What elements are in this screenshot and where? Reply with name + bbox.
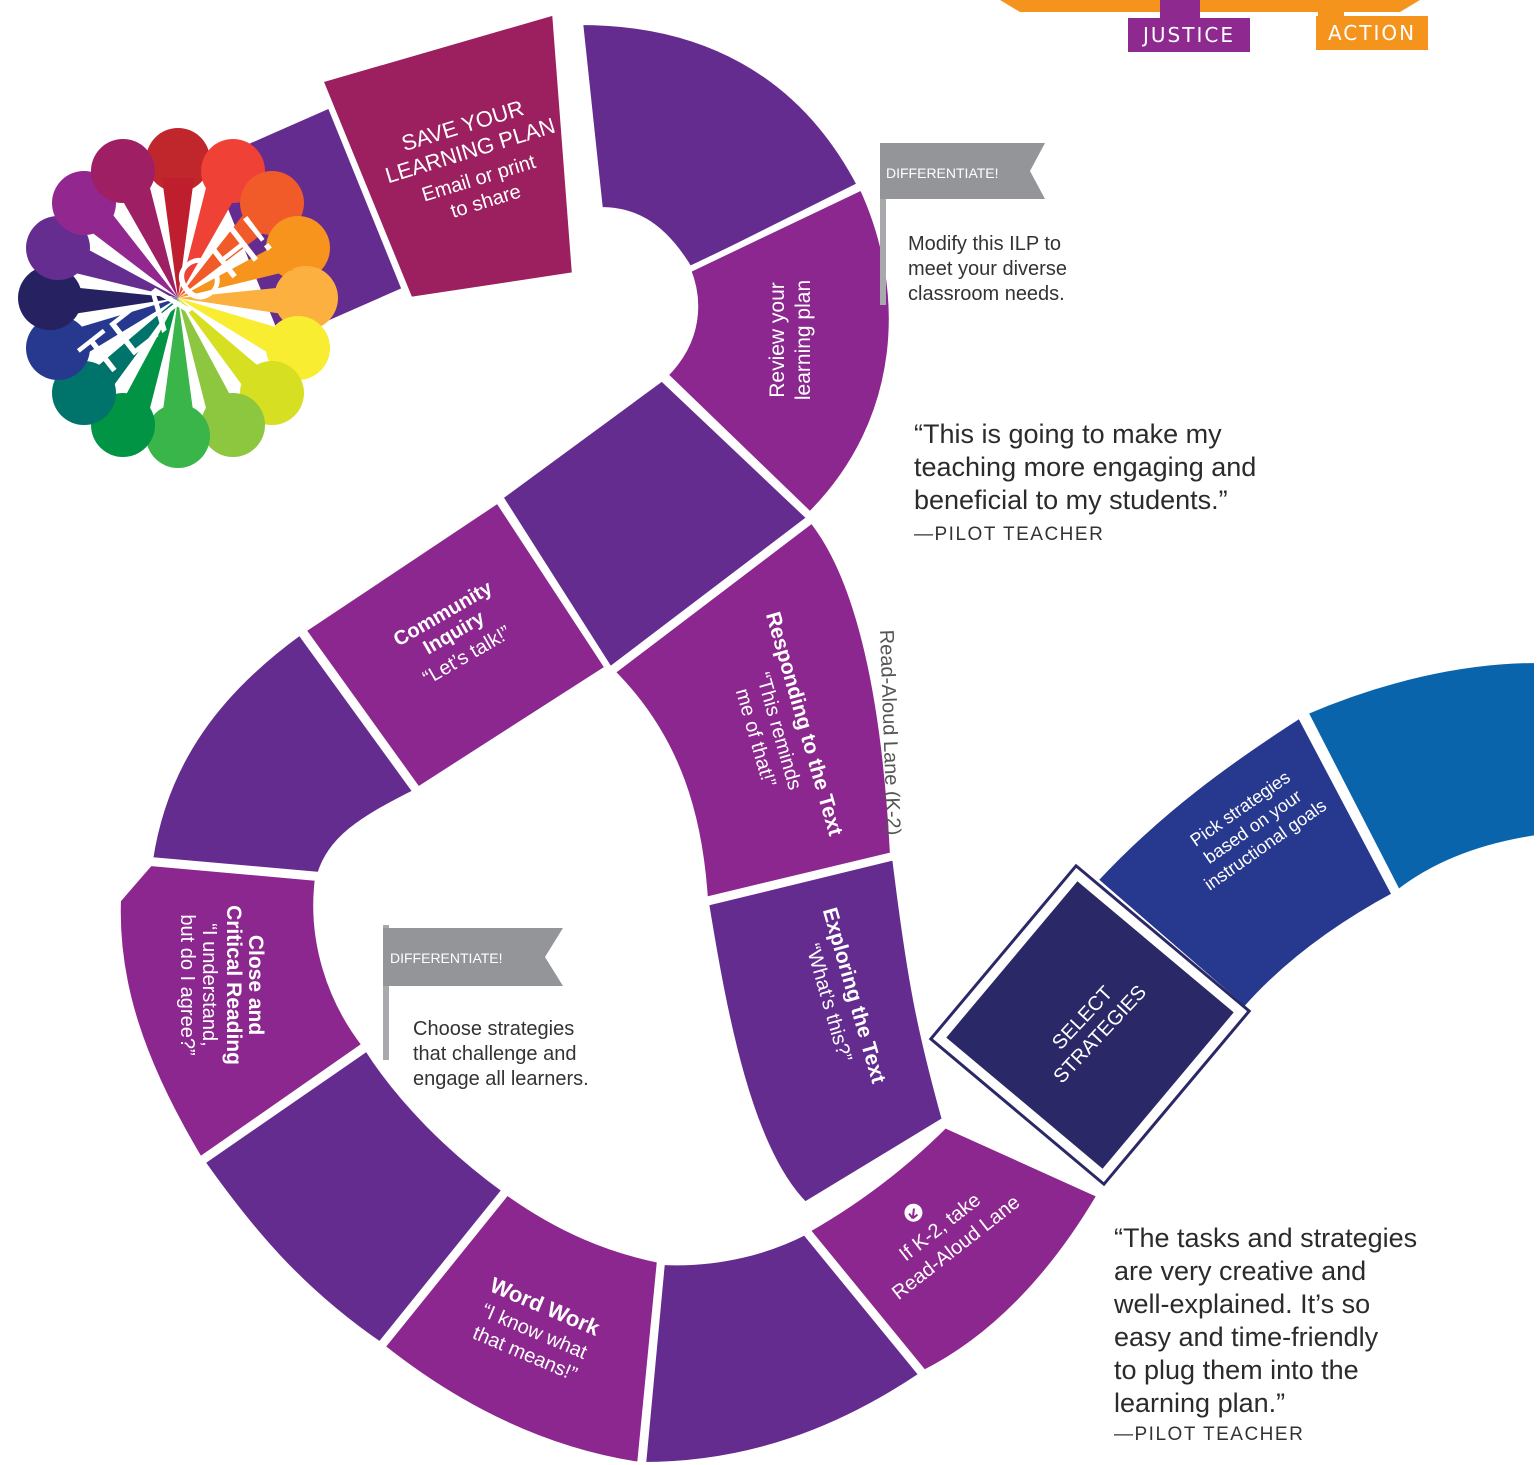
quote-1: “This is going to make my teaching more … (914, 418, 1256, 517)
save-square-text: SAVE YOUR LEARNING PLAN Email or print t… (382, 95, 558, 223)
close-title-1: Close and (244, 935, 267, 1035)
review-line-2: learning plan (792, 280, 815, 400)
quote-2-line: “The tasks and strategies (1114, 1223, 1418, 1253)
flag-1-note-line: Modify this ILP to (908, 233, 1062, 255)
close-title-2: Critical Reading (222, 905, 245, 1065)
quote-2: “The tasks and strategies are very creat… (1114, 1222, 1417, 1420)
flag-1-note-line: classroom needs. (908, 283, 1065, 305)
square-read-aloud (802, 1121, 1105, 1377)
quote-2-line: well-explained. It’s so (1114, 1289, 1371, 1319)
orange-arc (1000, 0, 1420, 20)
square-close (114, 859, 370, 1165)
quote-2-line: to plug them into the (1114, 1355, 1359, 1385)
square-review (660, 182, 895, 520)
board-squares (114, 8, 1537, 1465)
justice-tag: JUSTICE (1128, 18, 1250, 52)
close-sub-2: but do I agree?” (176, 914, 198, 1055)
teach-hub: TEACH! (18, 128, 338, 468)
action-tag: ACTION (1316, 16, 1428, 50)
flag-1-note-line: meet your diverse (908, 258, 1067, 280)
review-square-text: Review your learning plan (766, 280, 815, 400)
flag-2-label: DIFFERENTIATE! (390, 950, 503, 966)
flag-2-note-line: that challenge and (413, 1043, 577, 1065)
quote-2-line: easy and time-friendly (1114, 1322, 1379, 1352)
close-sub-1: “I understand, (198, 923, 220, 1046)
flag-2-note: Choose strategies that challenge and eng… (413, 1017, 589, 1092)
square-top-purple (576, 18, 865, 274)
square-bottom (639, 1228, 927, 1465)
select-strategies-diamond (928, 863, 1252, 1187)
differentiate-flag-1: DIFFERENTIATE! (880, 143, 1045, 305)
flag-2-note-line: engage all learners. (413, 1068, 589, 1090)
square-pick (1090, 710, 1400, 1015)
close-square-text: Close and Critical Reading “I understand… (176, 905, 267, 1065)
square-exploring (702, 853, 949, 1209)
quote-2-line: learning plan.” (1114, 1388, 1286, 1418)
flag-1-note: Modify this ILP to meet your diverse cla… (908, 232, 1067, 307)
quote-2-attribution: —PILOT TEACHER (1114, 1424, 1305, 1445)
flag-2-note-line: Choose strategies (413, 1018, 575, 1040)
quote-1-line: teaching more engaging and (914, 452, 1257, 482)
quote-1-line: “This is going to make my (914, 419, 1222, 449)
square-left-purple (146, 627, 421, 879)
quote-1-line: beneficial to my students.” (914, 485, 1228, 515)
quote-2-line: are very creative and (1114, 1256, 1367, 1286)
quote-1-attribution: —PILOT TEACHER (914, 524, 1105, 545)
flag-1-label: DIFFERENTIATE! (886, 165, 999, 181)
square-save (315, 8, 579, 304)
review-line-1: Review your (766, 282, 789, 398)
differentiate-flag-2: DIFFERENTIATE! (383, 925, 563, 1060)
